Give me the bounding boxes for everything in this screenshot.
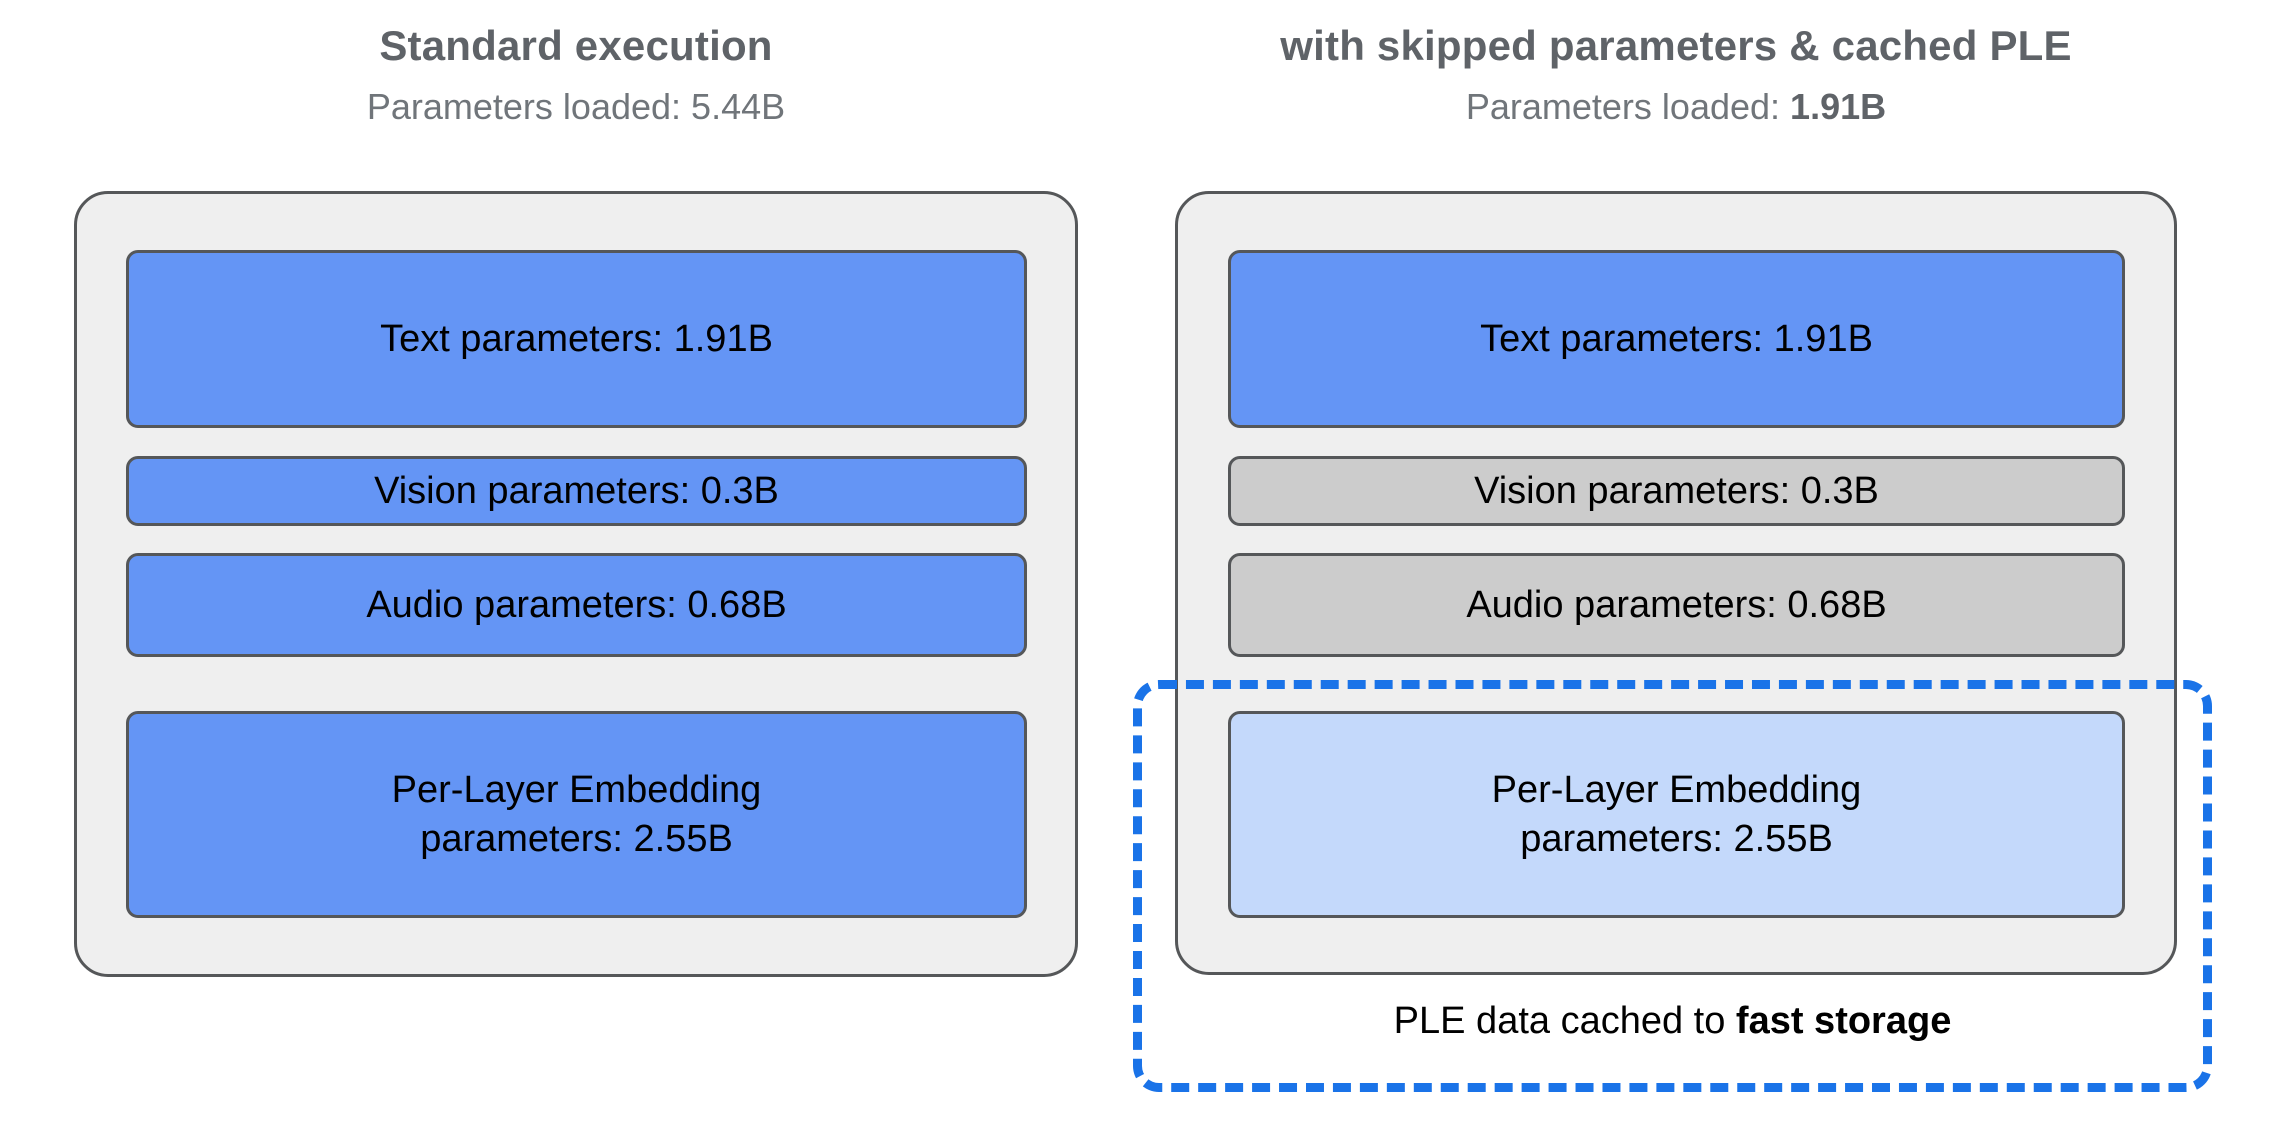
column-subtitle-standard: Parameters loaded: 5.44B [74,86,1078,127]
param-box-text-optimized-label: Text parameters: 1.91B [1480,317,1873,360]
parameters-loaded-value-right: 1.91B [1790,86,1887,128]
param-box-text-standard-label: Text parameters: 1.91B [380,317,773,360]
cache-caption: PLE data cached to fast storage [1133,1000,2212,1043]
param-box-ple-standard[interactable]: Per-Layer Embedding parameters: 2.55B [126,711,1027,918]
param-box-ple-standard-label: Per-Layer Embedding parameters: 2.55B [392,766,762,863]
param-box-vision-optimized-skipped[interactable]: Vision parameters: 0.3B [1228,456,2125,526]
param-box-ple-standard-line2: parameters: 2.55B [420,817,733,860]
param-box-text-optimized[interactable]: Text parameters: 1.91B [1228,250,2125,428]
column-header-standard: Standard execution Parameters loaded: 5.… [74,22,1078,128]
param-box-audio-optimized-skipped[interactable]: Audio parameters: 0.68B [1228,553,2125,657]
column-title-optimized: with skipped parameters & cached PLE [1280,22,2072,69]
param-box-audio-optimized-label: Audio parameters: 0.68B [1466,583,1887,626]
param-box-audio-standard-label: Audio parameters: 0.68B [366,583,787,626]
cache-caption-prefix: PLE data cached to [1393,1000,1736,1042]
param-box-vision-standard[interactable]: Vision parameters: 0.3B [126,456,1027,526]
param-box-vision-optimized-label: Vision parameters: 0.3B [1474,469,1879,512]
column-subtitle-optimized: Parameters loaded: 1.91B [1175,86,2177,127]
param-box-ple-optimized-line2: parameters: 2.55B [1520,817,1833,860]
param-box-ple-standard-line1: Per-Layer Embedding [391,768,762,811]
param-box-audio-standard[interactable]: Audio parameters: 0.68B [126,553,1027,657]
param-box-ple-optimized-label: Per-Layer Embedding parameters: 2.55B [1492,766,1862,863]
param-box-ple-optimized-cached[interactable]: Per-Layer Embedding parameters: 2.55B [1228,711,2125,918]
parameters-loaded-value-left: 5.44B [691,86,786,128]
param-box-text-standard[interactable]: Text parameters: 1.91B [126,250,1027,428]
param-box-vision-standard-label: Vision parameters: 0.3B [374,469,779,512]
column-title-standard: Standard execution [379,22,773,69]
parameters-loaded-label-right: Parameters loaded: [1465,86,1791,128]
column-header-optimized: with skipped parameters & cached PLE Par… [1175,22,2177,128]
cache-caption-emphasis: fast storage [1735,1000,1952,1042]
param-box-ple-optimized-line1: Per-Layer Embedding [1491,768,1862,811]
parameters-loaded-label-left: Parameters loaded: [366,86,692,128]
